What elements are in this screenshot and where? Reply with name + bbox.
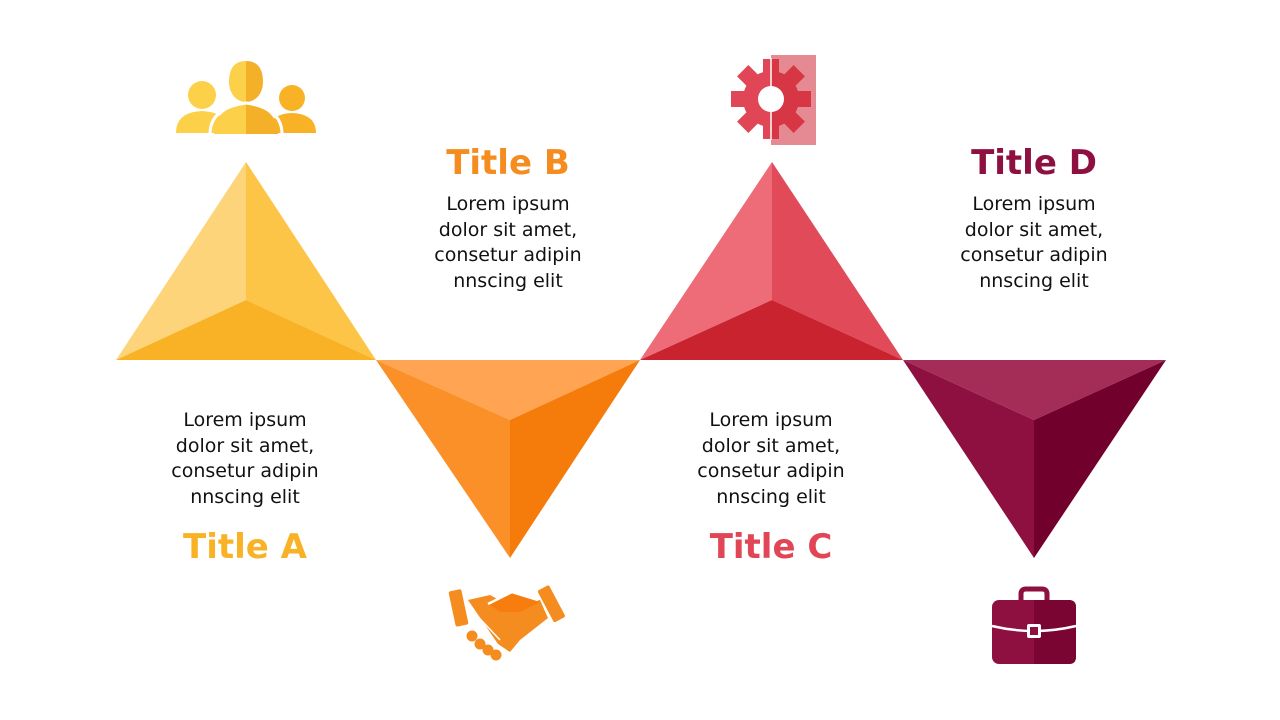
gear-icon [731, 55, 816, 145]
step-c-title: Title C [709, 527, 833, 567]
briefcase-icon [991, 586, 1077, 664]
step-c-line-2: dolor sit amet, [701, 434, 841, 457]
pyramid-b [376, 360, 640, 558]
step-a-title: Title A [183, 527, 307, 567]
step-d-line-2: dolor sit amet, [964, 218, 1104, 241]
step-d-line-1: Lorem ipsum [972, 193, 1096, 215]
people-icon [176, 61, 316, 135]
step-c-description: Lorem ipsum dolor sit amet, consetur adi… [641, 408, 901, 510]
step-d-line-3: consetur adipin [960, 244, 1108, 266]
step-a-line-3: consetur adipin [171, 460, 319, 482]
step-a-line-1: Lorem ipsum [183, 409, 307, 431]
pyramid-a [116, 162, 376, 360]
pyramid-d [903, 360, 1166, 558]
step-b-line-2: dolor sit amet, [438, 218, 578, 241]
step-b-title: Title B [446, 143, 570, 183]
step-b-line-1: Lorem ipsum [446, 193, 570, 215]
step-c-line-1: Lorem ipsum [709, 409, 833, 431]
handshake-icon [448, 585, 565, 661]
step-d-line-4: nnscing elit [979, 269, 1089, 292]
step-d-description: Lorem ipsum dolor sit amet, consetur adi… [904, 192, 1164, 294]
step-a-description: Lorem ipsum dolor sit amet, consetur adi… [115, 408, 375, 510]
step-d-title: Title D [971, 143, 1097, 183]
step-b-line-3: consetur adipin [434, 244, 582, 266]
step-b-line-4: nnscing elit [453, 269, 563, 292]
step-c-line-4: nnscing elit [716, 485, 826, 508]
step-a-line-4: nnscing elit [190, 485, 300, 508]
step-b-description: Lorem ipsum dolor sit amet, consetur adi… [378, 192, 638, 294]
step-c-line-3: consetur adipin [697, 460, 845, 482]
step-a-line-2: dolor sit amet, [175, 434, 315, 457]
pyramid-c [640, 162, 903, 360]
